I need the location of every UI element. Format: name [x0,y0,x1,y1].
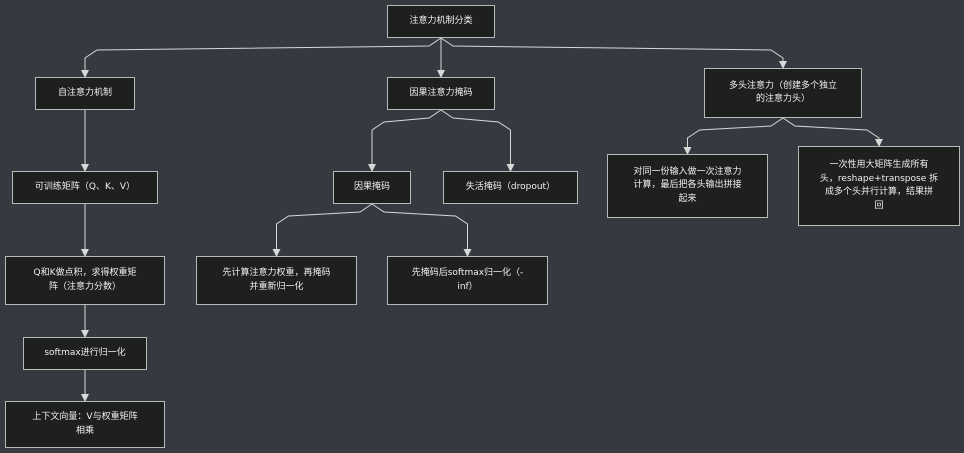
node-qk-dot-product: Q和K做点积，求得权重矩 阵（注意力分数） [5,256,165,305]
node-root: 注意力机制分类 [387,5,495,38]
node-mask-before-softmax: 先掩码后softmax归一化（- inf） [387,256,548,305]
edge-root-to-multi_head [440,37,787,69]
node-multi-head-separate: 对同一份输入做一次注意力 计算，最后把各头输出拼接 起来 [607,154,768,218]
node-causal-attention-mask: 因果注意力掩码 [387,77,495,110]
node-dropout-mask: 失活掩码（dropout） [443,171,578,204]
node-causal-mask: 因果掩码 [333,171,411,204]
edge-root-to-self_attn [81,37,442,78]
node-context-vector: 上下文向量：V与权重矩阵 相乘 [5,401,165,448]
node-trainable-matrix: 可训练矩阵（Q、K、V） [12,171,158,204]
edge-causal_mask-to-dropout [440,109,515,172]
node-multi-head-attention: 多头注意力（创建多个独立 的注意力头） [704,68,862,118]
edge-multi_head-to-mh_separate [683,117,784,155]
node-softmax-normalize: softmax进行归一化 [23,337,147,370]
node-mask-after-softmax: 先计算注意力权重，再掩码 并重新归一化 [196,256,357,305]
edge-causal_mask-to-causal [368,109,442,172]
edge-multi_head-to-mh_reshape [782,117,883,147]
node-multi-head-reshape: 一次性用大矩阵生成所有 头，reshape+transpose 拆 成多个头并行… [798,146,960,226]
edge-causal-to-mask_before [371,203,472,257]
node-self-attention: 自注意力机制 [35,77,135,110]
edge-causal-to-mask_after [272,203,373,257]
